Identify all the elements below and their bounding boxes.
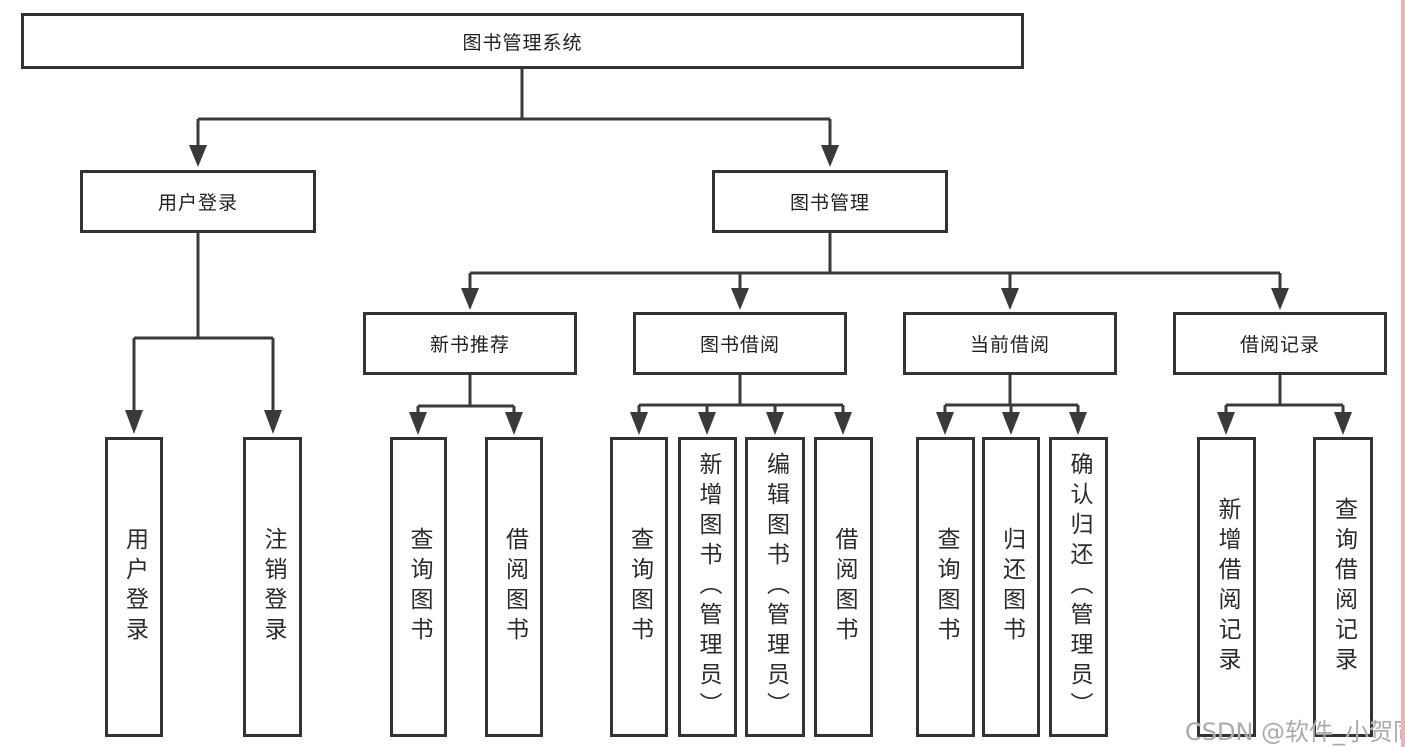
connector-current-to-leaves: [936, 375, 1087, 435]
leaf-add-books-admin: 新增图书（管理员）: [678, 437, 737, 737]
node-book-management: 图书管理: [712, 170, 948, 233]
leaf-logout: 注销登录: [243, 437, 302, 737]
connector-root-to-level2: [189, 69, 839, 167]
leaf-query-books-borrow: 查询图书: [610, 437, 668, 737]
node-borrowing-records: 借阅记录: [1173, 312, 1387, 375]
connector-records-to-leaves: [1217, 375, 1352, 435]
connector-bookmgmt-to-level3: [461, 233, 1289, 310]
csdn-watermark: CSDN @软件_小贺同学: [1185, 718, 1405, 746]
leaf-query-borrow-record: 查询借阅记录: [1313, 437, 1373, 737]
leaf-query-books-recommend: 查询图书: [390, 437, 447, 737]
node-new-book-recommend: 新书推荐: [363, 312, 577, 375]
node-root-library-system: 图书管理系统: [21, 13, 1024, 69]
leaf-borrow-books-borrow: 借阅图书: [814, 437, 873, 737]
leaf-return-books: 归还图书: [982, 437, 1040, 737]
node-book-borrowing: 图书借阅: [633, 312, 847, 375]
leaf-query-books-current: 查询图书: [916, 437, 975, 737]
node-user-login: 用户登录: [80, 170, 316, 233]
leaf-borrow-books-recommend: 借阅图书: [485, 437, 543, 737]
leaf-edit-books-admin: 编辑图书（管理员）: [745, 437, 805, 737]
leaf-add-borrow-record: 新增借阅记录: [1197, 437, 1256, 737]
leaf-user-login: 用户登录: [105, 437, 163, 737]
right-edge-strip: [1401, 0, 1405, 747]
leaf-confirm-return-admin: 确认归还（管理员）: [1049, 437, 1108, 737]
connector-userlogin-to-leaves: [125, 233, 282, 434]
node-current-borrowing: 当前借阅: [903, 312, 1117, 375]
connector-borrow-to-leaves: [630, 375, 852, 435]
connector-recommend-to-leaves: [409, 375, 523, 435]
